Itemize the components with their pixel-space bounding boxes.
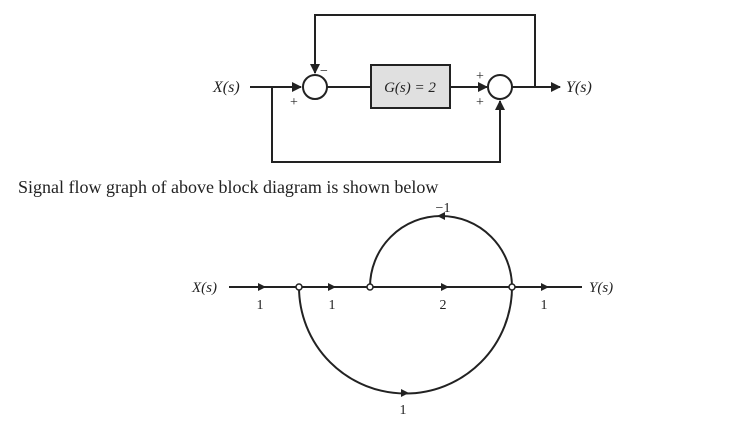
- gain-forward-branch: 2: [440, 298, 447, 313]
- arrow-icon: [401, 389, 409, 397]
- gain-output-branch: 1: [541, 298, 548, 313]
- node: [366, 283, 374, 291]
- gain-bypass-loop: 1: [400, 403, 407, 418]
- block-diagram: X(s) − + G(s) = 2 + + Y(s): [212, 14, 592, 163]
- g-block: [370, 64, 451, 109]
- sum1-minus-sign: −: [320, 64, 328, 79]
- sfg-output-label: Y(s): [589, 280, 613, 296]
- sum2-plus-bottom: +: [476, 95, 484, 110]
- feedback-path: [310, 14, 536, 87]
- arrow-icon: [541, 283, 549, 291]
- node: [508, 283, 516, 291]
- sum2-plus-top: +: [476, 69, 484, 84]
- bypass-path: [271, 87, 505, 163]
- gain-second-branch: 1: [329, 298, 336, 313]
- arrow-icon: [258, 283, 266, 291]
- sfg-input-label: X(s): [191, 280, 217, 296]
- bd-output-label: Y(s): [566, 79, 592, 96]
- branch-arrows: [258, 212, 549, 397]
- caption: Signal flow graph of above block diagram…: [18, 177, 438, 197]
- signal-flow-graph: X(s) 1 1 2 1 −1 1 Y(s): [191, 201, 613, 418]
- arrow-icon: [328, 283, 336, 291]
- arrow-icon: [441, 283, 449, 291]
- node: [295, 283, 303, 291]
- gain-feedback-loop: −1: [436, 201, 451, 216]
- gain-input-branch: 1: [257, 298, 264, 313]
- sum1-plus-sign: +: [290, 95, 298, 110]
- summing-junction-2: [487, 74, 513, 100]
- bd-input-label: X(s): [212, 79, 240, 96]
- arrow-icon: [437, 212, 445, 220]
- feedback-loop-arc: [369, 215, 513, 288]
- g-block-label: G(s) = 2: [384, 80, 436, 96]
